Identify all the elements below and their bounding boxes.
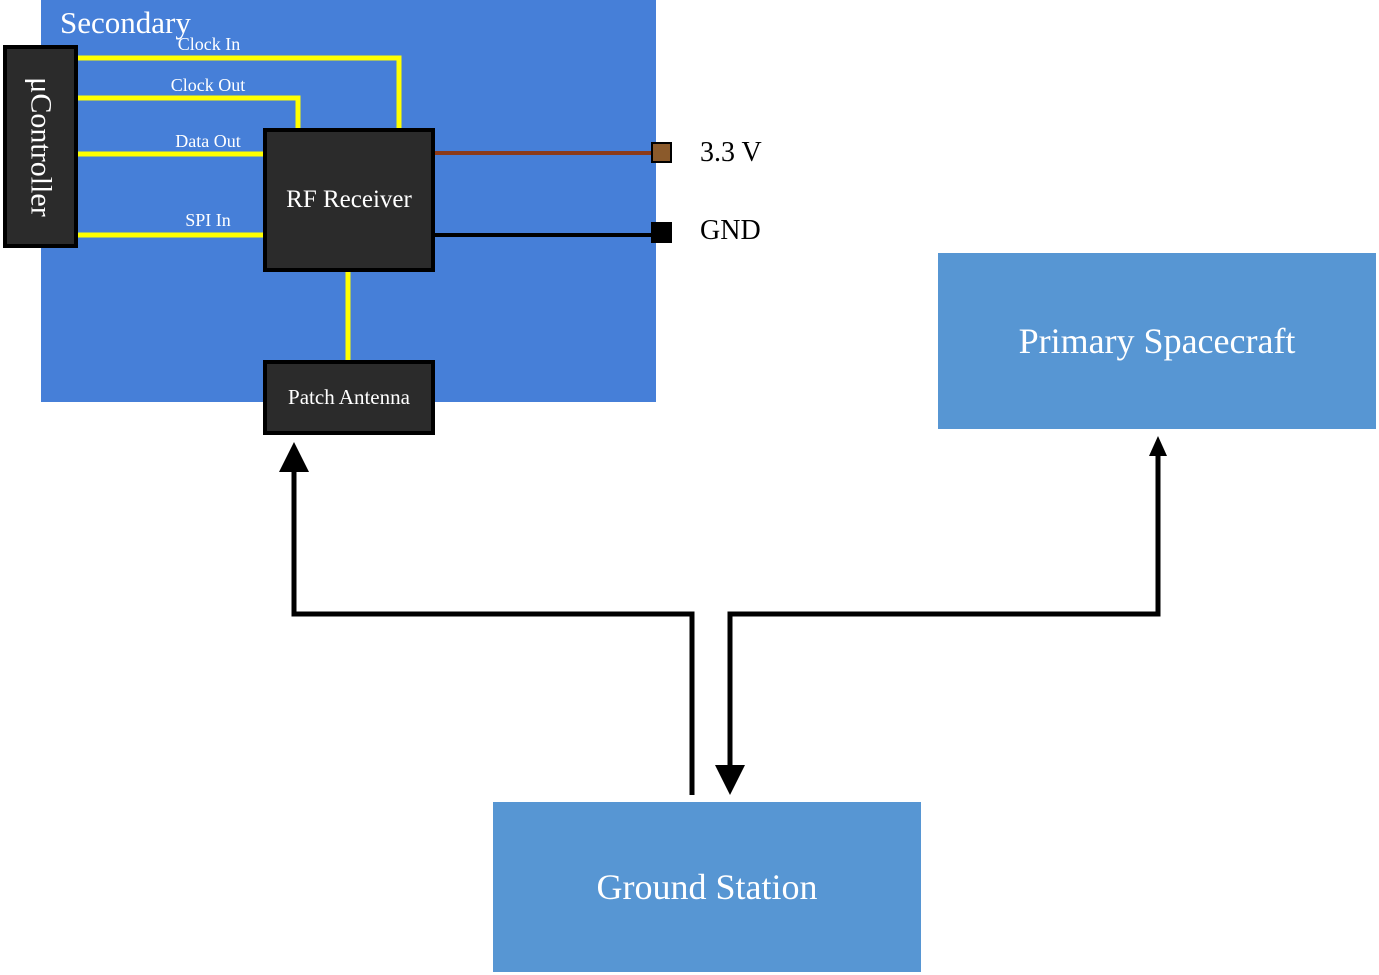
vcc-label: 3.3 V xyxy=(700,137,762,168)
vcc-pin xyxy=(651,142,672,163)
spi-in-label: SPI In xyxy=(185,210,231,230)
primary-uplink-arrowhead xyxy=(1149,436,1167,456)
gnd-pin xyxy=(651,222,672,243)
clock-in-label: Clock In xyxy=(177,34,241,54)
ground-station-label-box: Ground Station xyxy=(493,802,921,972)
patch-antenna-label: Patch Antenna xyxy=(288,385,410,409)
primary-spacecraft-label-box: Primary Spacecraft xyxy=(938,253,1376,429)
ground-station-block xyxy=(493,802,921,972)
clock-in-wire xyxy=(78,55,402,130)
controller-label: μController xyxy=(24,76,58,217)
controller-label-box: μController xyxy=(5,47,76,246)
primary-to-ground-arrow xyxy=(715,455,1161,795)
primary-spacecraft-label: Primary Spacecraft xyxy=(1018,321,1296,361)
rf-receiver-label: RF Receiver xyxy=(286,186,412,213)
clock-out-label: Clock Out xyxy=(170,75,246,95)
gnd-label: GND xyxy=(700,215,761,246)
controller-block xyxy=(3,45,78,248)
clock-out-wire xyxy=(78,95,301,130)
primary-spacecraft-block xyxy=(938,253,1376,429)
rf-receiver-label-box: RF Receiver xyxy=(265,130,433,270)
patch-antenna-label-box: Patch Antenna xyxy=(265,362,433,433)
rf-receiver-block xyxy=(263,128,435,272)
data-out-label: Data Out xyxy=(175,131,241,151)
secondary-title: Secondary xyxy=(60,5,191,40)
ground-station-label: Ground Station xyxy=(596,867,818,907)
uplink-to-antenna-arrow xyxy=(279,442,695,795)
patch-antenna-block xyxy=(263,360,435,435)
